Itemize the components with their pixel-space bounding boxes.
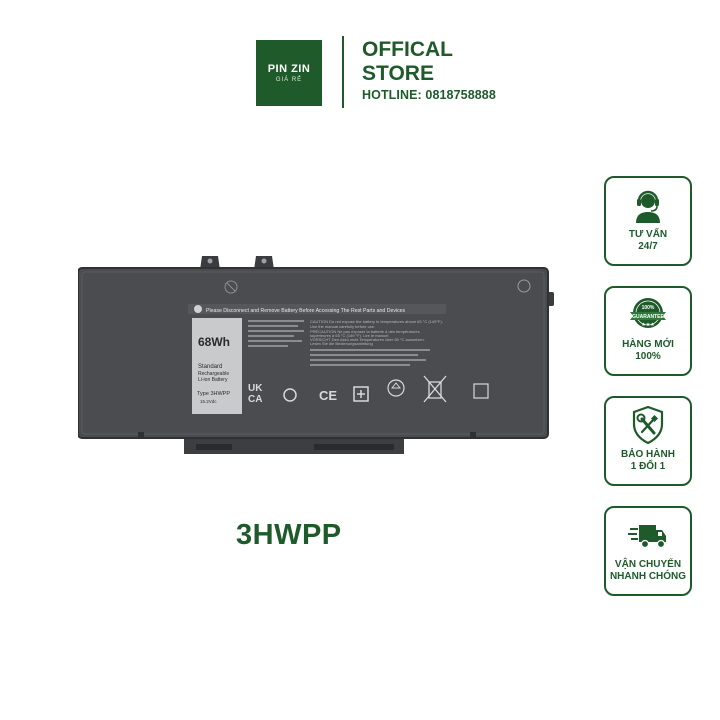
caution-fr2: supérieures à 65 °C (149 °F). Lire le ma… bbox=[310, 333, 388, 338]
ground-symbol-icon bbox=[517, 279, 531, 293]
capacity-text: 68Wh bbox=[198, 335, 230, 349]
caution-de2: Lesen Sie die Bedienungsanleitung bbox=[310, 341, 373, 346]
type-line2: Rechargeable bbox=[198, 371, 229, 377]
feature-card-support: TƯ VẤN 24/7 bbox=[604, 176, 692, 266]
battery-image: Please Disconnect and Remove Battery Bef… bbox=[78, 256, 554, 454]
feature-warranty-line1: BẢO HÀNH bbox=[621, 449, 675, 460]
feature-support-line2: 24/7 bbox=[638, 241, 658, 252]
warning-icon bbox=[194, 305, 202, 313]
type-line3: Li-ion Battery bbox=[198, 377, 228, 383]
logo-brand-text: PIN ZIN bbox=[267, 63, 311, 75]
customer-support-icon bbox=[636, 190, 660, 223]
ukca-mark-bottom: CA bbox=[248, 394, 262, 405]
energy-circle-icon bbox=[283, 388, 297, 402]
feature-shipping-line2: NHANH CHÓNG bbox=[609, 571, 687, 582]
store-title: OFFICAL STORE bbox=[362, 38, 453, 86]
ce-mark: CE bbox=[319, 388, 337, 403]
caution-en2: Use the manual carefully before use. bbox=[310, 324, 375, 329]
badge-top-text: 100% bbox=[642, 305, 655, 311]
feature-card-warranty: BẢO HÀNH 1 ĐỔI 1 bbox=[604, 396, 692, 486]
svg-text:★★★: ★★★ bbox=[641, 322, 655, 328]
battery-body bbox=[78, 267, 549, 439]
model-text: Type 3HWPP bbox=[197, 391, 230, 397]
feature-card-shipping: VẬN CHUYỂN NHANH CHÓNG bbox=[604, 506, 692, 596]
shield-tools-icon bbox=[632, 405, 664, 445]
caution-de: VORSICHT Den Akku nicht Temperaturen übe… bbox=[310, 337, 425, 342]
product-code: 3HWPP bbox=[236, 519, 342, 551]
ukca-mark-top: UK bbox=[248, 383, 263, 394]
hotline-text: HOTLINE: 0818758888 bbox=[362, 88, 496, 102]
header-divider bbox=[342, 36, 344, 108]
feature-card-new: 100% GUARANTEE ★★★ HÀNG MỚI 100% bbox=[604, 286, 692, 376]
store-title-line1: OFFICAL bbox=[362, 38, 453, 61]
feature-shipping-line1: VẬN CHUYỂN bbox=[614, 559, 682, 570]
delivery-truck-icon bbox=[628, 525, 666, 549]
feature-warranty-line2: 1 ĐỔI 1 bbox=[630, 461, 666, 472]
feature-support-line1: TƯ VẤN bbox=[628, 229, 668, 240]
logo-tagline: GIÁ RẺ bbox=[275, 77, 303, 83]
spec-label bbox=[192, 318, 242, 414]
weee-bin-icon bbox=[423, 375, 447, 403]
rcm-mark-icon bbox=[353, 386, 369, 402]
warning-text: Please Disconnect and Remove Battery Bef… bbox=[206, 308, 406, 314]
store-logo: PIN ZIN GIÁ RẺ bbox=[256, 40, 322, 106]
type-line1: Standard bbox=[198, 364, 222, 370]
feature-new-line1: HÀNG MỚI bbox=[622, 339, 674, 350]
caution-fr: PRÉCAUTION Ne pas exposer la batterie à … bbox=[310, 329, 420, 334]
feature-new-line2: 100% bbox=[635, 351, 661, 362]
no-disassemble-icon bbox=[224, 280, 238, 294]
mount-hole-right-icon bbox=[261, 258, 267, 264]
guarantee-badge-icon: 100% GUARANTEE ★★★ bbox=[630, 298, 666, 328]
caution-en: CAUTION Do not expose the battery to tem… bbox=[310, 319, 443, 324]
recycle-icon bbox=[387, 379, 405, 397]
voltage-text: 15.2Vdc bbox=[200, 399, 217, 404]
badge-band-text: GUARANTEE bbox=[632, 314, 664, 320]
blank-box-icon bbox=[473, 383, 489, 399]
store-title-line2: STORE bbox=[362, 62, 434, 85]
mount-hole-left-icon bbox=[207, 258, 213, 264]
